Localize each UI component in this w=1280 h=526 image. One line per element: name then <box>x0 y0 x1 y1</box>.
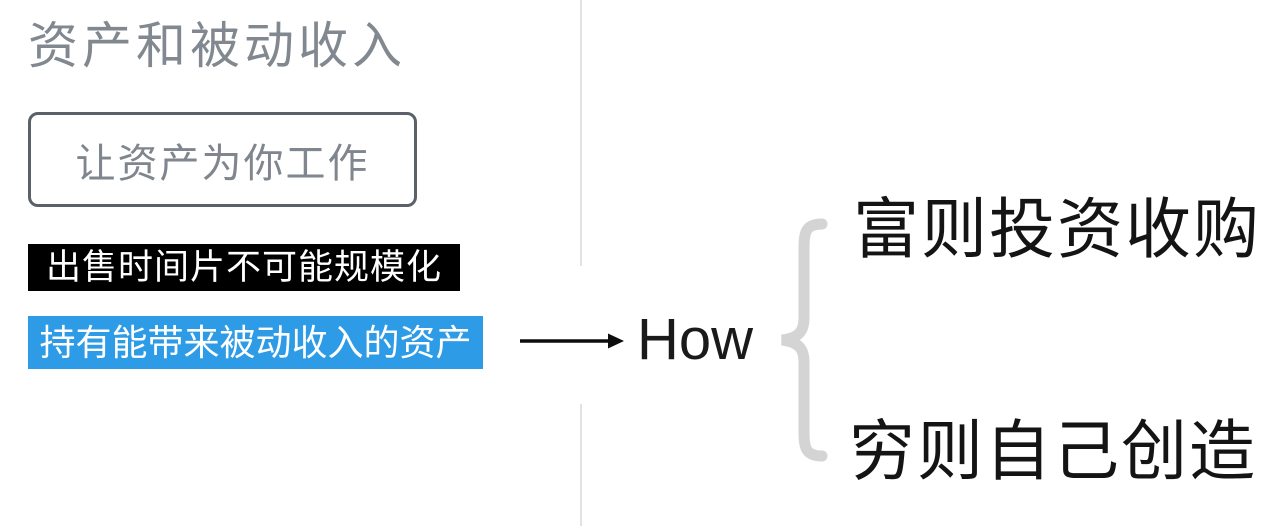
topic-blue-node[interactable]: 持有能带来被动收入的资产 <box>28 316 483 369</box>
topic-central-title[interactable]: 资产和被动收入 <box>28 18 406 74</box>
topic-black-node[interactable]: 出售时间片不可能规模化 <box>28 244 460 291</box>
topic-boxed-node[interactable]: 让资产为你工作 <box>28 112 417 207</box>
topic-boxed-label: 让资产为你工作 <box>75 141 370 186</box>
curly-brace-icon <box>781 218 828 462</box>
divider-line-bottom <box>580 404 582 526</box>
topic-how-node[interactable]: How <box>637 307 754 372</box>
arrow-right-icon <box>520 333 624 349</box>
branch-rich-invest[interactable]: 富则投资收购 <box>853 192 1261 266</box>
divider-line-top <box>580 0 582 266</box>
branch-poor-create[interactable]: 穷则自己创造 <box>849 414 1257 488</box>
